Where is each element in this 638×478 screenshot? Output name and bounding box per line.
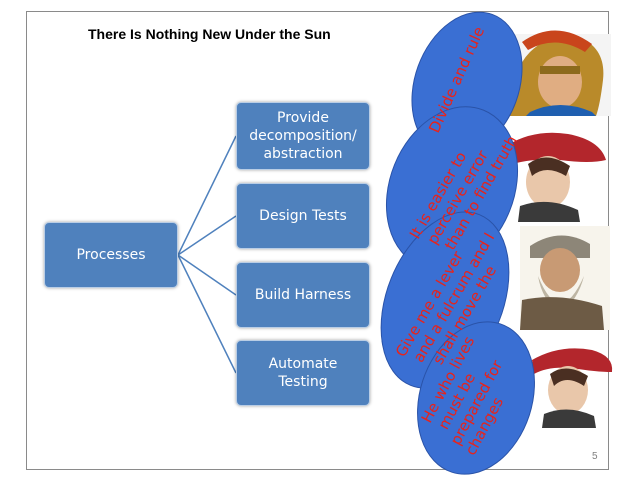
diagram-child-node-2: Design Tests <box>236 183 370 249</box>
connector-2 <box>177 215 237 256</box>
quote-bubble-4 <box>417 321 535 475</box>
connectors <box>177 135 237 374</box>
child-node-1-label: Provide decomposition/ abstraction <box>249 110 357 162</box>
child-node-2-label: Design Tests <box>259 208 347 224</box>
portrait-bearded-man <box>520 226 610 330</box>
page-number: 5 <box>592 451 598 462</box>
slide-title: There Is Nothing New Under the Sun <box>88 26 331 42</box>
portrait-red-hat-man-2 <box>532 348 613 428</box>
root-node-label: Processes <box>76 247 146 263</box>
connector-4 <box>177 254 237 374</box>
portrait-warrior <box>505 30 611 116</box>
child-node-4-label: Automate Testing <box>268 356 338 390</box>
diagram-child-node-1: Provide decomposition/ abstraction <box>236 102 370 170</box>
diagram-child-node-3: Build Harness <box>236 262 370 328</box>
diagram-child-node-4: Automate Testing <box>236 340 370 406</box>
child-node-3-label: Build Harness <box>254 287 352 303</box>
connector-1 <box>177 135 237 256</box>
portrait-red-hat-man <box>500 132 606 222</box>
quote-bubbles <box>380 11 535 475</box>
diagram-root-node: Processes <box>44 222 178 288</box>
connector-3 <box>177 254 237 296</box>
